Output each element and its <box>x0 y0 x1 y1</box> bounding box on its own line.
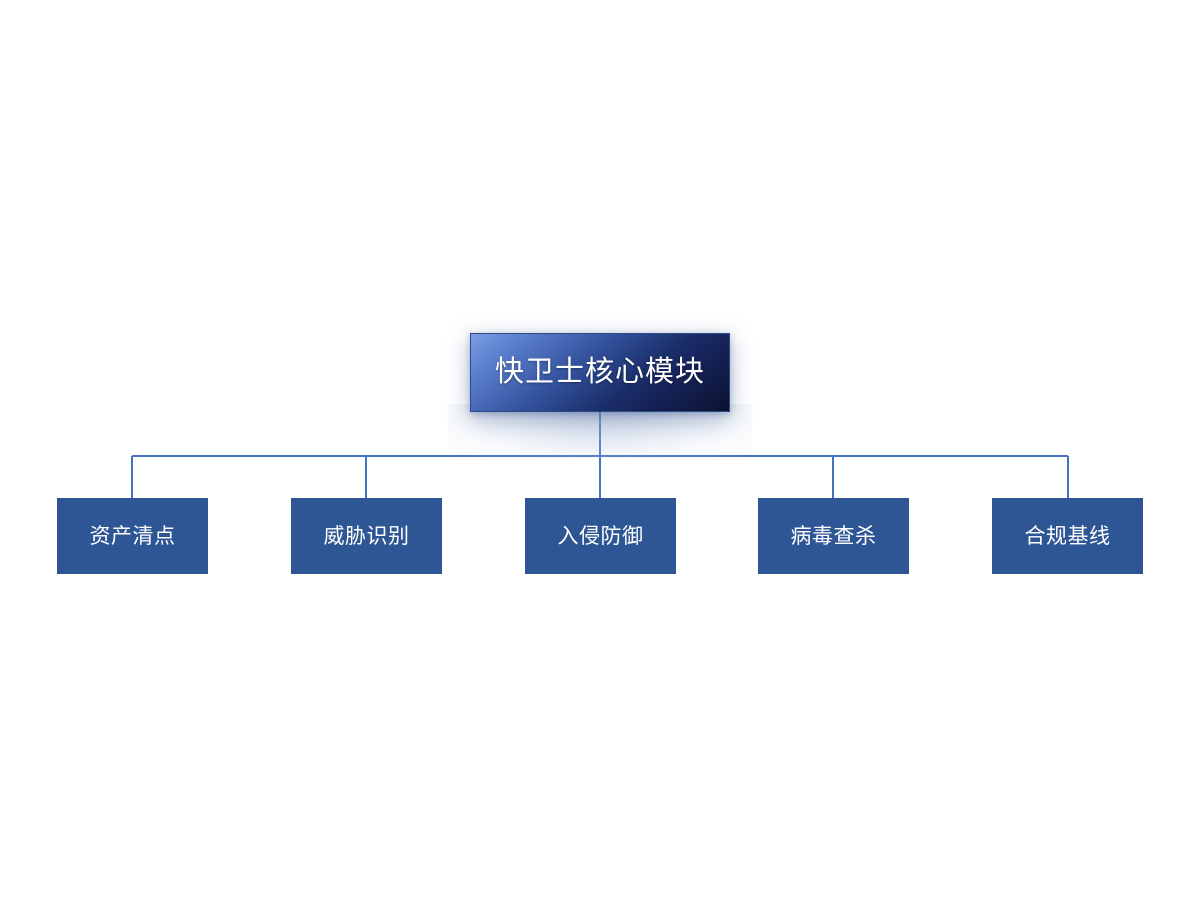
child-node-label: 入侵防御 <box>557 524 644 548</box>
child-node-asset-inventory[interactable]: 资产清点 <box>57 498 208 574</box>
child-node-threat-detection[interactable]: 威胁识别 <box>291 498 442 574</box>
root-node-label: 快卫士核心模块 <box>494 356 705 388</box>
child-node-label: 资产清点 <box>89 524 176 548</box>
child-node-label: 合规基线 <box>1024 524 1111 548</box>
child-node-label: 病毒查杀 <box>790 524 877 548</box>
child-node-label: 威胁识别 <box>323 524 410 548</box>
child-node-virus-scan[interactable]: 病毒查杀 <box>758 498 909 574</box>
root-node[interactable]: 快卫士核心模块 <box>470 333 730 412</box>
root-node-glow <box>448 404 752 458</box>
child-node-compliance-baseline[interactable]: 合规基线 <box>992 498 1143 574</box>
child-node-intrusion-prevention[interactable]: 入侵防御 <box>525 498 676 574</box>
